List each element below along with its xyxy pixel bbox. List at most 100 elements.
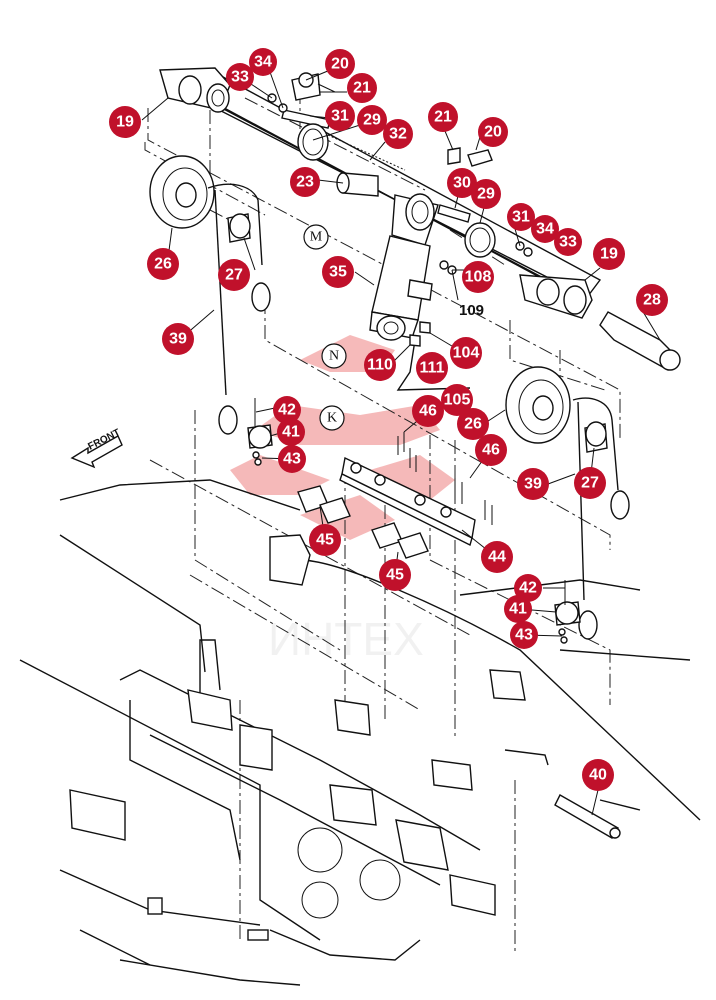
bushing-group-right [554, 580, 581, 644]
bushing-group-left [247, 398, 273, 466]
svg-text:21: 21 [353, 80, 371, 97]
callout-21-right: 21 [428, 102, 458, 132]
callout-20-right: 20 [478, 117, 508, 147]
callout-44: 44 [481, 541, 513, 573]
svg-text:34: 34 [536, 221, 554, 238]
marker-m: M [303, 224, 329, 250]
svg-text:20: 20 [331, 56, 349, 73]
collar-left [227, 213, 251, 243]
callout-21-left: 21 [347, 73, 377, 103]
svg-text:26: 26 [464, 416, 482, 433]
svg-text:K: K [327, 411, 337, 426]
svg-text:33: 33 [231, 69, 249, 86]
svg-text:N: N [329, 349, 339, 364]
callout-42-left: 42 [273, 396, 301, 424]
svg-text:M: M [310, 230, 323, 245]
svg-text:45: 45 [386, 567, 404, 584]
callout-27-right: 27 [574, 467, 606, 499]
callout-46-right: 46 [475, 434, 507, 466]
svg-text:44: 44 [488, 549, 506, 566]
pulley-left [149, 155, 215, 229]
svg-text:21: 21 [434, 109, 452, 126]
svg-text:108: 108 [465, 269, 492, 286]
svg-text:43: 43 [515, 627, 533, 644]
callout-43-right: 43 [510, 621, 538, 649]
svg-text:28: 28 [643, 292, 661, 309]
callout-31-right: 31 [507, 203, 535, 231]
callout-19-left: 19 [109, 106, 141, 138]
callout-32: 32 [383, 119, 413, 149]
callout-39-right: 39 [517, 468, 549, 500]
callout-104: 104 [450, 337, 482, 369]
svg-text:27: 27 [225, 267, 243, 284]
svg-text:41: 41 [282, 424, 300, 441]
svg-text:34: 34 [254, 54, 272, 71]
callout-42-right: 42 [514, 574, 542, 602]
wire-rope-right [572, 397, 630, 640]
callout-46-top: 46 [412, 395, 444, 427]
callout-110: 110 [364, 349, 396, 381]
svg-text:105: 105 [444, 392, 471, 409]
svg-text:110: 110 [367, 357, 393, 374]
svg-text:29: 29 [477, 186, 495, 203]
callout-27-left: 27 [218, 259, 250, 291]
svg-text:41: 41 [509, 601, 527, 618]
svg-text:29: 29 [363, 112, 381, 129]
callout-30: 30 [447, 168, 477, 198]
callout-45-right: 45 [379, 559, 411, 591]
callout-108: 108 [462, 261, 494, 293]
svg-text:19: 19 [600, 246, 618, 263]
shaft-28 [599, 311, 681, 371]
svg-text:33: 33 [559, 234, 577, 251]
callout-19-right: 19 [593, 238, 625, 270]
spring-pins-46 [397, 432, 493, 525]
hydraulic-cylinder [369, 235, 471, 391]
pins-45 [297, 485, 429, 559]
svg-text:39: 39 [169, 331, 187, 348]
marker-n: N [321, 343, 347, 369]
callout-41-right: 41 [504, 595, 532, 623]
callout-26-right: 26 [457, 408, 489, 440]
svg-text:46: 46 [419, 403, 437, 420]
svg-text:46: 46 [482, 442, 500, 459]
svg-text:42: 42 [278, 402, 296, 419]
svg-text:31: 31 [512, 209, 530, 226]
front-direction-arrow: FRONT [70, 427, 123, 469]
callout-43-left: 43 [278, 445, 306, 473]
callout-31-left: 31 [325, 101, 355, 131]
svg-text:23: 23 [296, 174, 314, 191]
pin-40 [554, 794, 621, 839]
svg-text:31: 31 [331, 108, 349, 125]
frame-structure [19, 479, 701, 986]
callout-33-left: 33 [226, 63, 254, 91]
callout-111: 111 [416, 352, 448, 384]
link-plate [339, 456, 476, 547]
svg-text:104: 104 [453, 345, 480, 362]
svg-text:20: 20 [484, 124, 502, 141]
callout-45-left: 45 [309, 524, 341, 556]
callout-33-right: 33 [554, 228, 582, 256]
callout-29-right: 29 [471, 179, 501, 209]
svg-text:111: 111 [420, 360, 445, 377]
svg-text:32: 32 [389, 126, 407, 143]
callout-41-left: 41 [277, 418, 305, 446]
svg-text:43: 43 [283, 451, 301, 468]
boom-foot-shaft-assembly [159, 67, 602, 319]
svg-text:26: 26 [154, 256, 172, 273]
callout-34-right: 34 [531, 215, 559, 243]
wire-rope-left [207, 183, 271, 435]
collar-right [584, 421, 608, 453]
callout-105: 105 [441, 384, 473, 416]
marker-k: K [319, 405, 345, 431]
callout-20-left: 20 [325, 49, 355, 79]
callout-39-left: 39 [162, 323, 194, 355]
callout-34-left: 34 [249, 48, 277, 76]
svg-text:30: 30 [453, 175, 471, 192]
callout-28: 28 [636, 284, 668, 316]
callout-26-left: 26 [147, 248, 179, 280]
callout-23: 23 [290, 167, 320, 197]
callout-29-left: 29 [357, 105, 387, 135]
svg-text:19: 19 [116, 114, 134, 131]
svg-text:40: 40 [589, 767, 607, 784]
